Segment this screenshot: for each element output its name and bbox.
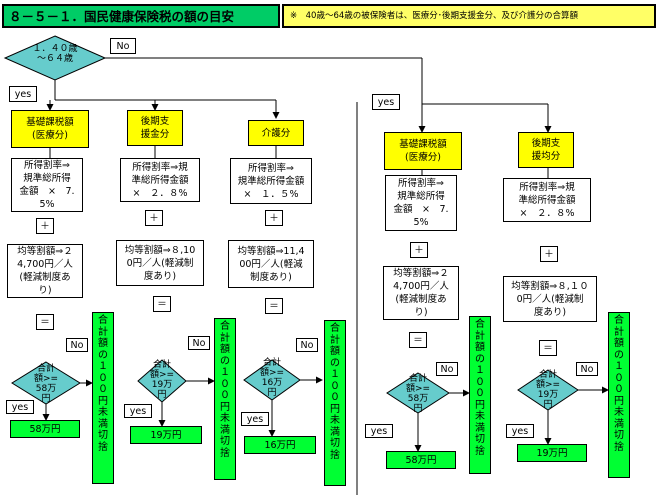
left-care-decision-text: 合計 額>= 16万 円 bbox=[259, 358, 285, 398]
equals-sign: ＝ bbox=[153, 296, 171, 312]
equals-sign: ＝ bbox=[539, 340, 557, 356]
note-banner: ※ 40歳～64歳の被保険者は、医療分･後期支援金分、及び介護分の合算額 bbox=[282, 4, 656, 28]
equals-sign: ＝ bbox=[265, 298, 283, 314]
left-support-decision-text: 合計 額>= 19万 円 bbox=[149, 360, 175, 400]
equals-sign: ＝ bbox=[36, 314, 54, 330]
right-support-decision-text: 合計 額>= 19万 円 bbox=[535, 370, 561, 410]
right-support-per-capita: 均等割額⇒８,１０ 0円／人(軽減制 度あり) bbox=[503, 276, 597, 322]
right-support-decision-diamond bbox=[517, 369, 579, 411]
page-title: ８－５－１．国民健康保険税の額の目安 bbox=[2, 4, 280, 28]
left-medical-income-rate: 所得割率⇒ 規準総所得 金額 × 7. 5% bbox=[11, 158, 83, 212]
left-care-result: 16万円 bbox=[244, 436, 316, 454]
no-label: No bbox=[66, 338, 88, 352]
left-medical-result: 58万円 bbox=[10, 420, 80, 438]
right-support-result: 19万円 bbox=[517, 444, 587, 462]
plus-sign: ＋ bbox=[410, 242, 428, 258]
yes-label: yes bbox=[9, 86, 37, 102]
left-support-label: 後期支 援金分 bbox=[127, 110, 183, 146]
left-medical-decision-text: 合計 額>= 58万 円 bbox=[33, 364, 59, 404]
left-care-income-rate: 所得割率⇒ 規準総所得金額 × １．５% bbox=[230, 158, 312, 204]
right-support-label: 後期支 援均分 bbox=[518, 132, 574, 168]
left-care-decision-diamond bbox=[243, 359, 301, 401]
left-medical-per-capita: 均等割額⇒２ 4,700円／人 (軽減制度あ り) bbox=[7, 244, 83, 298]
yes-label: yes bbox=[506, 424, 534, 438]
left-support-income-rate: 所得割率⇒規 準総所得金額 × ２．８% bbox=[120, 158, 200, 202]
plus-sign: ＋ bbox=[36, 218, 54, 234]
no-label: No bbox=[436, 362, 458, 376]
no-label: No bbox=[576, 362, 598, 376]
yes-label: yes bbox=[241, 412, 269, 426]
left-medical-decision-diamond bbox=[11, 361, 81, 405]
right-medical-result: 58万円 bbox=[386, 451, 456, 469]
plus-sign: ＋ bbox=[265, 210, 283, 226]
right-support-income-rate: 所得割率⇒規 準総所得金額 × ２．８% bbox=[503, 178, 591, 222]
left-support-result: 19万円 bbox=[130, 426, 202, 444]
right-medical-per-capita: 均等割額⇒２ 4,700円／人 (軽減制度あ り) bbox=[383, 266, 459, 320]
top-decision-diamond bbox=[3, 35, 107, 81]
yes-label: yes bbox=[6, 400, 34, 414]
right-medical-decision-diamond bbox=[386, 372, 450, 414]
left-care-label: 介護分 bbox=[248, 120, 304, 146]
plus-sign: ＋ bbox=[145, 210, 163, 226]
right-medical-label: 基礎課税額 (医療分) bbox=[384, 132, 462, 170]
top-decision-text: １．４０歳 ～６４歳 bbox=[32, 44, 78, 64]
left-care-per-capita: 均等割額⇒11,4 00円／人(軽減 制度あり) bbox=[228, 240, 314, 288]
yes-label: yes bbox=[124, 404, 152, 418]
left-support-decision-diamond bbox=[137, 359, 187, 403]
right-medical-income-rate: 所得割率⇒ 規準総所得 金額 × 7. 5% bbox=[385, 175, 457, 231]
equals-sign: ＝ bbox=[409, 332, 427, 348]
plus-sign: ＋ bbox=[540, 246, 558, 262]
decision-diamonds bbox=[3, 35, 579, 414]
yes-label: yes bbox=[372, 94, 400, 110]
yes-label: yes bbox=[365, 424, 393, 438]
no-label: No bbox=[110, 38, 136, 54]
connectors bbox=[42, 57, 609, 495]
no-label: No bbox=[296, 338, 318, 352]
left-support-per-capita: 均等割額⇒８,10 0円／人(軽減制 度あり) bbox=[116, 240, 204, 286]
right-medical-decision-text: 合計 額>= 58万 円 bbox=[405, 374, 431, 414]
no-label: No bbox=[188, 336, 210, 350]
left-medical-label: 基礎課税額 (医療分) bbox=[11, 110, 89, 148]
